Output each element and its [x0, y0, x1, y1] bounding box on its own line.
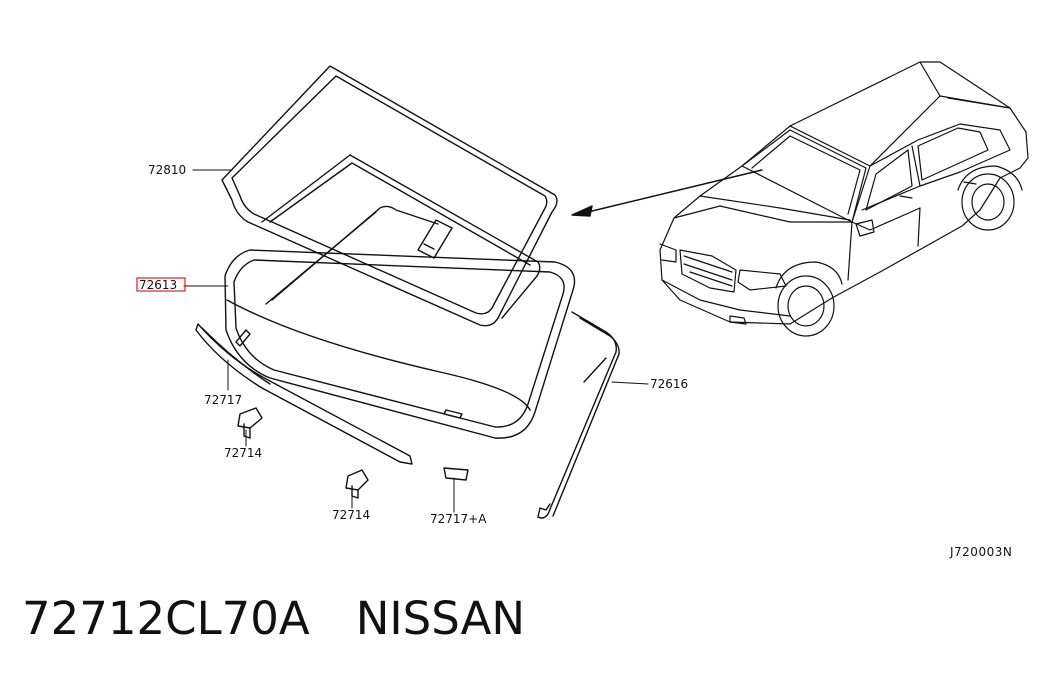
clip-center	[345, 469, 369, 499]
callout-label-72714-center: 72714	[332, 508, 370, 522]
callout-label-72613: 72613	[139, 278, 177, 292]
part-number: 72712CL70A	[22, 592, 310, 645]
spacer	[443, 467, 469, 481]
callout-label-72714-left: 72714	[224, 446, 262, 460]
callout-label-72717-a: 72717+A	[430, 512, 487, 526]
highlight-box	[136, 277, 186, 292]
side-molding	[537, 311, 620, 519]
callout-label-72717: 72717	[204, 393, 242, 407]
windshield-glass	[221, 65, 558, 327]
leader-lines	[183, 169, 649, 513]
reference-code: J720003N	[949, 545, 1012, 559]
callout-label-72810: 72810	[148, 163, 186, 177]
lower-molding-strip	[195, 323, 413, 465]
lower-dam-assembly	[224, 205, 576, 439]
brand-name: NISSAN	[355, 592, 526, 645]
callout-label-72616: 72616	[650, 377, 688, 391]
pointer-arrow	[571, 169, 763, 217]
clip-left	[237, 407, 263, 439]
vehicle-illustration	[659, 61, 1029, 337]
